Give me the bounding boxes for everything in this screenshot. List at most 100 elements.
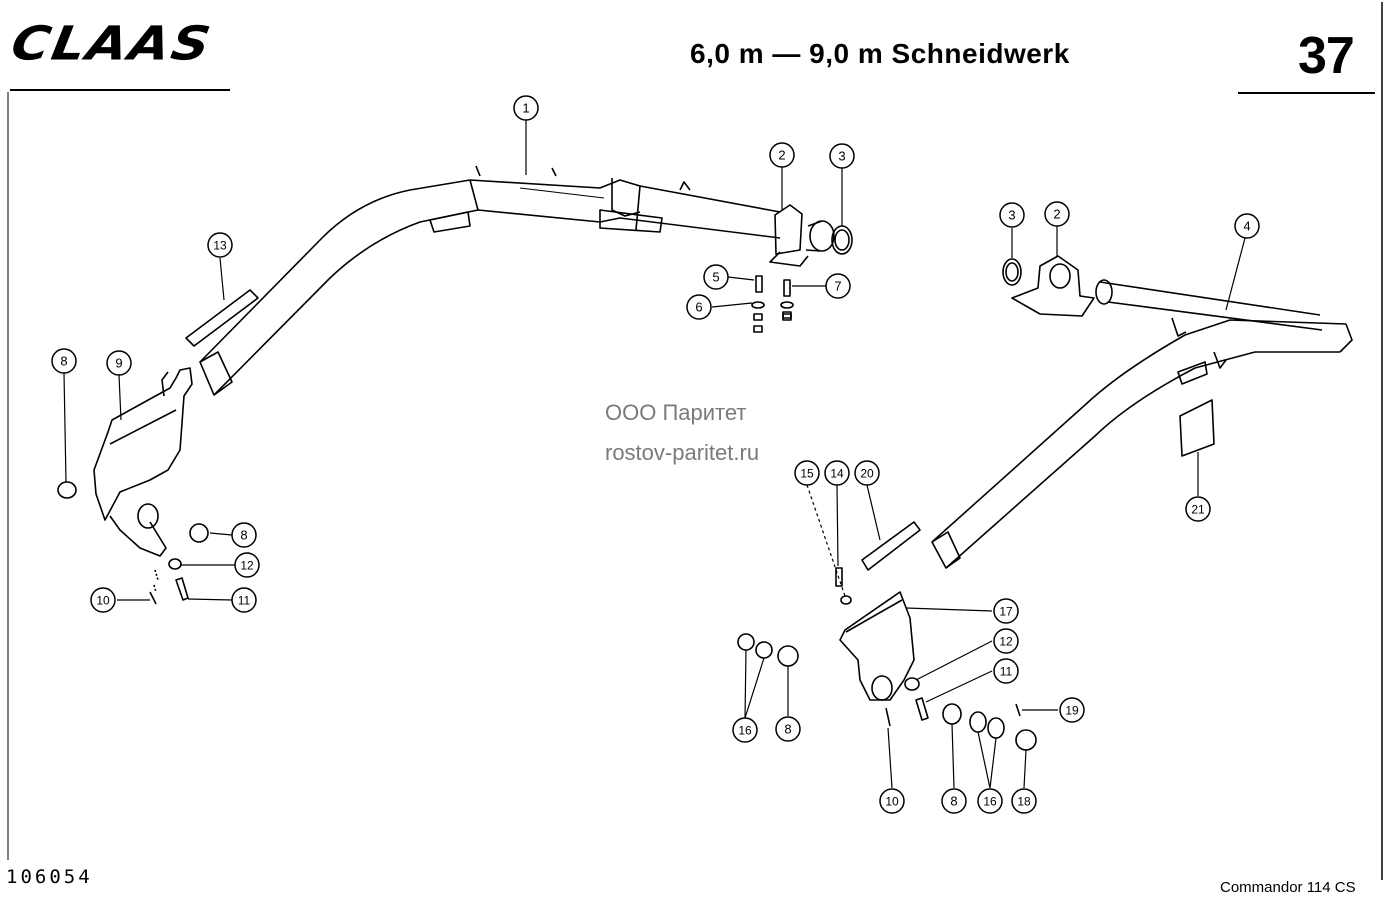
callout-label: 15 xyxy=(800,467,814,481)
page-title: 6,0 m — 9,0 m Schneidwerk xyxy=(690,38,1070,69)
callout-20: 20 xyxy=(854,460,880,486)
callout-label: 18 xyxy=(1017,795,1031,809)
callout-circle xyxy=(106,350,132,376)
callout-label: 3 xyxy=(1008,208,1015,223)
callout-15: 15 xyxy=(794,460,820,486)
callout-17: 17 xyxy=(993,598,1019,624)
callout-circle xyxy=(993,658,1019,684)
callout-label: 9 xyxy=(115,356,122,371)
machine-model: Commandor 114 CS xyxy=(1220,879,1356,896)
callout-circle xyxy=(999,202,1025,228)
callout-circle xyxy=(825,273,851,299)
callout-14: 14 xyxy=(824,460,850,486)
callout-8: 8 xyxy=(231,522,257,548)
callout-circle xyxy=(90,587,116,613)
callout-label: 2 xyxy=(1053,207,1060,222)
left-small-hardware xyxy=(57,481,209,605)
callout-4: 4 xyxy=(1234,213,1260,239)
callout-label: 11 xyxy=(1000,665,1013,679)
callout-label: 5 xyxy=(712,270,719,285)
right-side-bracket xyxy=(839,591,915,701)
callout-label: 19 xyxy=(1065,704,1079,718)
callout-12: 12 xyxy=(993,628,1019,654)
callout-circle xyxy=(51,348,77,374)
callout-8: 8 xyxy=(51,348,77,374)
callout-label: 4 xyxy=(1243,219,1250,234)
callout-19: 19 xyxy=(1059,697,1085,723)
callout-5: 5 xyxy=(703,264,729,290)
callout-label: 16 xyxy=(738,724,752,738)
callout-label: 3 xyxy=(838,149,845,164)
callout-circle xyxy=(775,716,801,742)
callout-8: 8 xyxy=(941,788,967,814)
callout-circle xyxy=(824,460,850,486)
callout-label: 21 xyxy=(1191,503,1205,517)
callout-label: 8 xyxy=(240,528,247,543)
callout-21: 21 xyxy=(1185,496,1211,522)
callout-label: 12 xyxy=(999,635,1013,649)
callout-18: 18 xyxy=(1011,788,1037,814)
callout-label: 20 xyxy=(860,467,874,481)
bolt-set-bearing xyxy=(751,275,794,333)
left-side-bracket xyxy=(93,367,193,557)
left-mounting-plate xyxy=(185,289,259,347)
callout-8: 8 xyxy=(775,716,801,742)
callout-16: 16 xyxy=(732,717,758,743)
callout-label: 6 xyxy=(695,300,702,315)
callout-3: 3 xyxy=(829,143,855,169)
callout-10: 10 xyxy=(90,587,116,613)
callout-12: 12 xyxy=(234,552,260,578)
callout-circle xyxy=(829,143,855,169)
callout-label: 8 xyxy=(784,722,791,737)
callout-circle xyxy=(231,587,257,613)
callout-circle xyxy=(794,460,820,486)
bolt-14 xyxy=(835,567,843,587)
callout-label: 10 xyxy=(96,594,110,608)
callout-circle xyxy=(977,788,1003,814)
callout-9: 9 xyxy=(106,350,132,376)
callout-circle xyxy=(993,598,1019,624)
center-mounting-plate xyxy=(861,521,921,571)
callout-circle xyxy=(941,788,967,814)
callout-16: 16 xyxy=(977,788,1003,814)
left-frame-tube xyxy=(199,165,781,396)
callout-11: 11 xyxy=(993,658,1019,684)
callout-label: 7 xyxy=(834,279,841,294)
callout-circle xyxy=(993,628,1019,654)
callout-11: 11 xyxy=(231,587,257,613)
callout-circle xyxy=(769,142,795,168)
callout-label: 12 xyxy=(240,559,254,573)
callout-circle xyxy=(1059,697,1085,723)
callout-2: 2 xyxy=(1044,201,1070,227)
callout-label: 17 xyxy=(999,605,1013,619)
callout-leaders xyxy=(63,120,1246,789)
callout-circle xyxy=(207,232,233,258)
right-bearing-housing xyxy=(1011,255,1095,317)
watermark-url: rostov-paritet.ru xyxy=(605,440,760,465)
callout-circle xyxy=(854,460,880,486)
callout-circle xyxy=(879,788,905,814)
page-number: 37 xyxy=(1298,27,1355,85)
callout-circle xyxy=(686,294,712,320)
watermark-company: ООО Паритет xyxy=(605,400,747,425)
ring-seal-left-inner xyxy=(834,229,850,251)
callout-label: 8 xyxy=(60,354,67,369)
callout-label: 2 xyxy=(778,148,785,163)
callout-2: 2 xyxy=(769,142,795,168)
callout-10: 10 xyxy=(879,788,905,814)
right-mounting-plate xyxy=(1179,399,1215,457)
callout-circle xyxy=(1044,201,1070,227)
left-bearing-housing xyxy=(769,204,835,267)
callout-label: 13 xyxy=(213,239,227,253)
drawing-number: 106054 xyxy=(6,866,93,888)
callout-circle xyxy=(703,264,729,290)
right-frame-tube xyxy=(931,279,1353,569)
callout-13: 13 xyxy=(207,232,233,258)
callout-circle xyxy=(1185,496,1211,522)
callout-7: 7 xyxy=(825,273,851,299)
callout-circle xyxy=(732,717,758,743)
callout-label: 16 xyxy=(983,795,997,809)
